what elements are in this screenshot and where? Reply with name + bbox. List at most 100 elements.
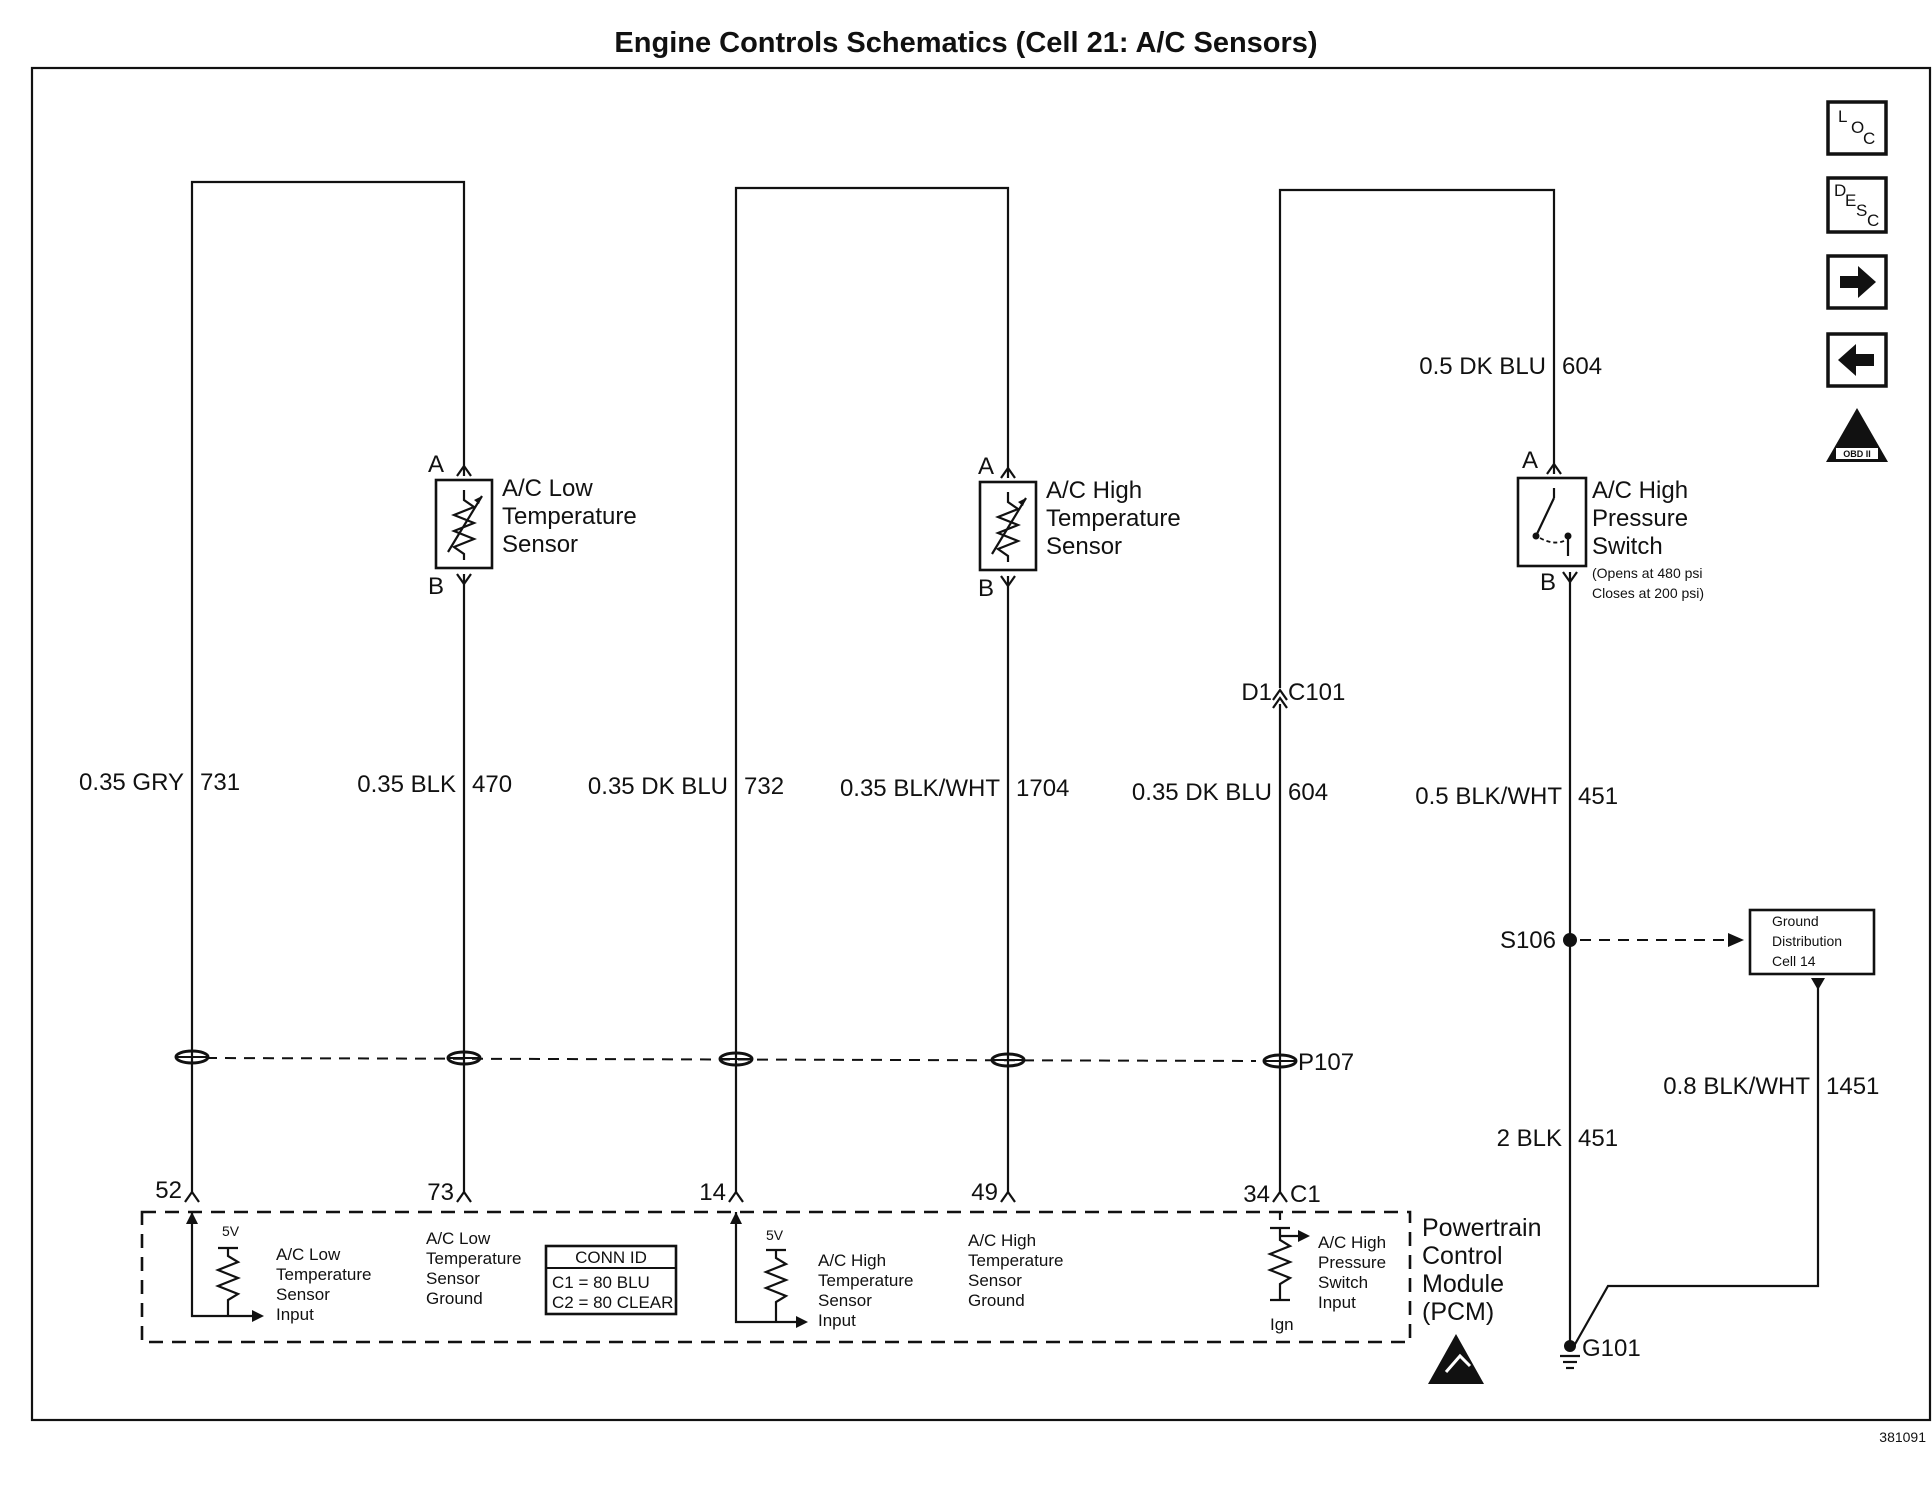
arrow-head-icon bbox=[1018, 498, 1026, 506]
high-ground-label-line1: A/C High bbox=[968, 1231, 1036, 1250]
wire-label-gauge: 0.35 DK BLU bbox=[1132, 779, 1272, 806]
ground-distribution-box bbox=[1748, 908, 1876, 976]
wire-732 bbox=[734, 186, 1010, 1192]
high-input-label-line2: Temperature bbox=[818, 1271, 913, 1290]
switch-note-line2: Closes at 200 psi) bbox=[1592, 585, 1704, 601]
switch-body bbox=[1516, 476, 1588, 568]
c101-label: C101 bbox=[1288, 679, 1345, 706]
c101-cavity-label: D1 bbox=[1241, 679, 1272, 706]
loc-button-frame bbox=[1826, 100, 1888, 156]
high-input-label-line4: Input bbox=[818, 1311, 856, 1330]
pcm-pin-label: 52 bbox=[155, 1177, 182, 1204]
prev-button[interactable] bbox=[1826, 332, 1888, 388]
high-sensor-label-line2: Temperature bbox=[1046, 505, 1181, 532]
low-input-label-line2: Temperature bbox=[276, 1265, 371, 1284]
wire-label-circuit: 451 bbox=[1578, 783, 1618, 810]
ac-high-temperature-sensor: A B A/C High Temperature Sensor bbox=[978, 453, 1181, 602]
5v-label: 5V bbox=[222, 1223, 240, 1239]
wire-label-circuit: 731 bbox=[200, 769, 240, 796]
wire-label-gauge: 0.35 DK BLU bbox=[588, 773, 728, 800]
ground-distribution-line3: Cell 14 bbox=[1772, 953, 1816, 969]
s106-label: S106 bbox=[1500, 927, 1556, 954]
wire-731 bbox=[190, 180, 466, 1192]
pcm-name-line4: (PCM) bbox=[1422, 1298, 1494, 1326]
loc-letter-c: C bbox=[1863, 129, 1875, 148]
wire-label-circuit: 451 bbox=[1578, 1125, 1618, 1152]
pcm-pin-label: 49 bbox=[971, 1179, 998, 1206]
wire-label-circuit: 1451 bbox=[1826, 1073, 1879, 1100]
obd-ii-badge: OBD II bbox=[1826, 408, 1888, 462]
low-sensor-label-line1: A/C Low bbox=[502, 475, 593, 502]
c101-upper-terminal bbox=[1272, 688, 1288, 701]
connector-c1-label: C1 bbox=[1290, 1181, 1321, 1208]
ground-distribution-line2: Distribution bbox=[1772, 933, 1842, 949]
pin-terminal-34 bbox=[1272, 1190, 1288, 1203]
harness-dashed-line bbox=[205, 1057, 1257, 1062]
switch-label-line2: Pressure bbox=[1592, 505, 1688, 532]
low-sensor-label-line2: Temperature bbox=[502, 503, 637, 530]
low-sensor-pin-b-terminal bbox=[456, 573, 472, 586]
low-sensor-pin-a-terminal bbox=[456, 464, 472, 477]
pcm-dashed-outline bbox=[140, 1210, 1412, 1344]
obd-ii-text: OBD II bbox=[1843, 449, 1871, 459]
ign-pullup-resistor-icon bbox=[1267, 1212, 1293, 1302]
pcm-name-line3: Module bbox=[1422, 1270, 1504, 1298]
switch-pin-b: B bbox=[1540, 569, 1556, 596]
switch-pivot-icon bbox=[1532, 532, 1540, 540]
low-ground-label-line3: Sensor bbox=[426, 1269, 480, 1288]
obd-ii-plate bbox=[1836, 448, 1878, 459]
high-input-label-line1: A/C High bbox=[818, 1251, 886, 1270]
low-ground-label-line4: Ground bbox=[426, 1289, 483, 1308]
pin-terminal-14 bbox=[728, 1190, 744, 1203]
pullup-resistor-icon bbox=[763, 1250, 789, 1322]
desc-button[interactable]: D E S C bbox=[1826, 176, 1888, 234]
arrow-up-icon bbox=[186, 1212, 198, 1224]
pcm-pin-label: 14 bbox=[699, 1179, 726, 1206]
variable-arrow-icon bbox=[447, 495, 483, 553]
wire-label-circuit: 1704 bbox=[1016, 775, 1069, 802]
wire-label-circuit: 604 bbox=[1562, 353, 1602, 380]
switch-input-label-line3: Switch bbox=[1318, 1273, 1368, 1292]
next-button[interactable] bbox=[1826, 254, 1888, 310]
low-sensor-pin-a: A bbox=[428, 451, 444, 478]
connector-c101: D1 C101 bbox=[1241, 679, 1345, 709]
pressure-link-icon bbox=[1539, 537, 1567, 544]
arrow-right-icon bbox=[796, 1316, 808, 1328]
wire-labels: 0.35 GRY 731 0.35 BLK 470 0.35 DK BLU 73… bbox=[79, 353, 1879, 1152]
loc-button[interactable]: L O C bbox=[1826, 100, 1888, 156]
ground-g101: G101 bbox=[1560, 1335, 1641, 1370]
switch-pin-a: A bbox=[1522, 447, 1538, 474]
conn-id-row: C2 = 80 CLEAR bbox=[552, 1293, 673, 1312]
ign-label: Ign bbox=[1270, 1315, 1294, 1334]
desc-letter-e: E bbox=[1845, 191, 1856, 210]
conn-id-row: C1 = 80 BLU bbox=[552, 1273, 650, 1292]
switch-input-label-line1: A/C High bbox=[1318, 1233, 1386, 1252]
switch-input-label-line4: Input bbox=[1318, 1293, 1356, 1312]
pcm-pins: 52 73 14 49 34 C1 bbox=[155, 1177, 1320, 1208]
wire-label-gauge: 2 BLK bbox=[1497, 1125, 1562, 1152]
arrow-down-icon bbox=[1811, 978, 1825, 990]
pcm-pin-label: 34 bbox=[1243, 1181, 1270, 1208]
desc-letter-c: C bbox=[1867, 211, 1879, 230]
ac-high-pressure-switch: A B A/C High Pressure Switch (Opens at 4… bbox=[1516, 447, 1704, 601]
high-sensor-pin-b: B bbox=[978, 575, 994, 602]
wire-604 bbox=[1278, 188, 1556, 1192]
wire-label-circuit: 470 bbox=[472, 771, 512, 798]
figure-id: 381091 bbox=[1879, 1429, 1926, 1445]
high-ground-label-line3: Sensor bbox=[968, 1271, 1022, 1290]
conn-id-table: CONN ID C1 = 80 BLU C2 = 80 CLEAR bbox=[544, 1244, 678, 1316]
high-sensor-pin-a: A bbox=[978, 453, 994, 480]
arrow-left-icon bbox=[1838, 344, 1874, 376]
wire-label-gauge: 0.35 GRY bbox=[79, 769, 184, 796]
conn-id-frame bbox=[544, 1244, 678, 1316]
low-input-circuit bbox=[190, 1212, 252, 1318]
switch-input-label-line2: Pressure bbox=[1318, 1253, 1386, 1272]
switch-pin-b-terminal bbox=[1562, 571, 1578, 584]
switch-note-line1: (Opens at 480 psi bbox=[1592, 565, 1703, 581]
pcm-pin-label: 73 bbox=[427, 1179, 454, 1206]
ground-junction-icon bbox=[1564, 1340, 1576, 1352]
pcm-name-line1: Powertrain bbox=[1422, 1214, 1542, 1242]
desc-letter-s: S bbox=[1856, 201, 1867, 220]
diagram-border bbox=[30, 66, 1932, 1422]
